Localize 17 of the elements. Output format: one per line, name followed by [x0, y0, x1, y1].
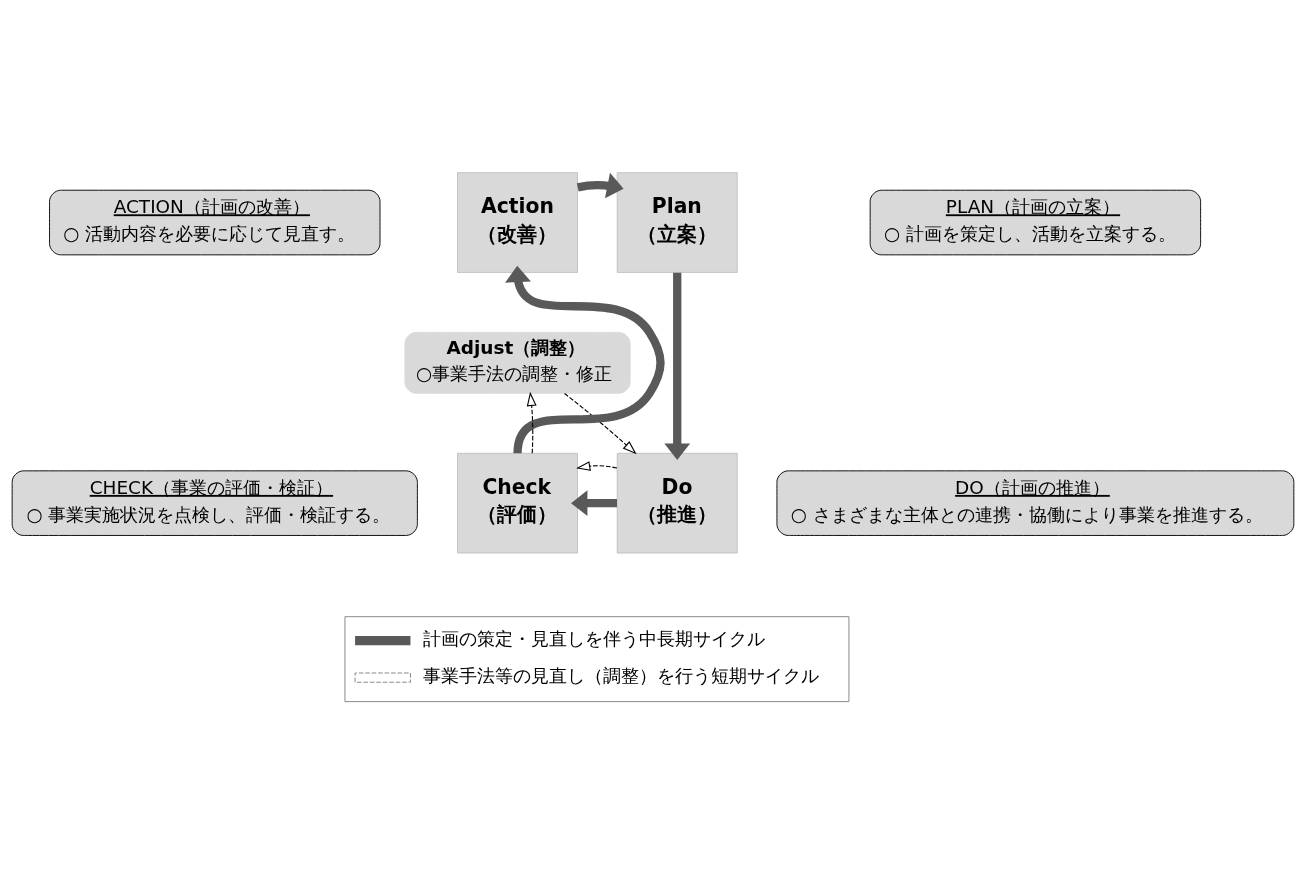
node-box: PLAN（計画の立案） ○ 計画を策定し、活動を立案する。 — [869, 189, 1202, 255]
node-box: ACTION（計画の改善） ○ 活動内容を必要に応じて見直す。 — [49, 189, 381, 255]
node-box: CHECK（事業の評価・検証） ○ 事業実施状況を点検し、評価・検証する。 — [11, 469, 418, 536]
node-box: Adjust（調整） ○事業手法の調整・修正 — [404, 331, 631, 394]
node-box: Action （改善） — [457, 171, 578, 273]
node-box: DO（計画の推進） ○ さまざまな主体との連携・協働により事業を推進する。 — [776, 469, 1295, 536]
arrow — [664, 272, 691, 460]
arrow — [505, 265, 665, 454]
arrow — [576, 460, 618, 471]
node-box: Check （評価） — [457, 452, 578, 553]
arrow — [571, 489, 617, 516]
legend-label: 計画の策定・見直しを伴う中長期サイクル — [423, 627, 766, 649]
arrow — [526, 391, 537, 454]
node-box: Do （推進） — [616, 452, 738, 553]
legend-label: 事業手法等の見直し（調整）を行う短期サイクル — [423, 664, 820, 686]
arrow — [564, 392, 637, 454]
node-box: Plan （立案） — [616, 171, 738, 273]
